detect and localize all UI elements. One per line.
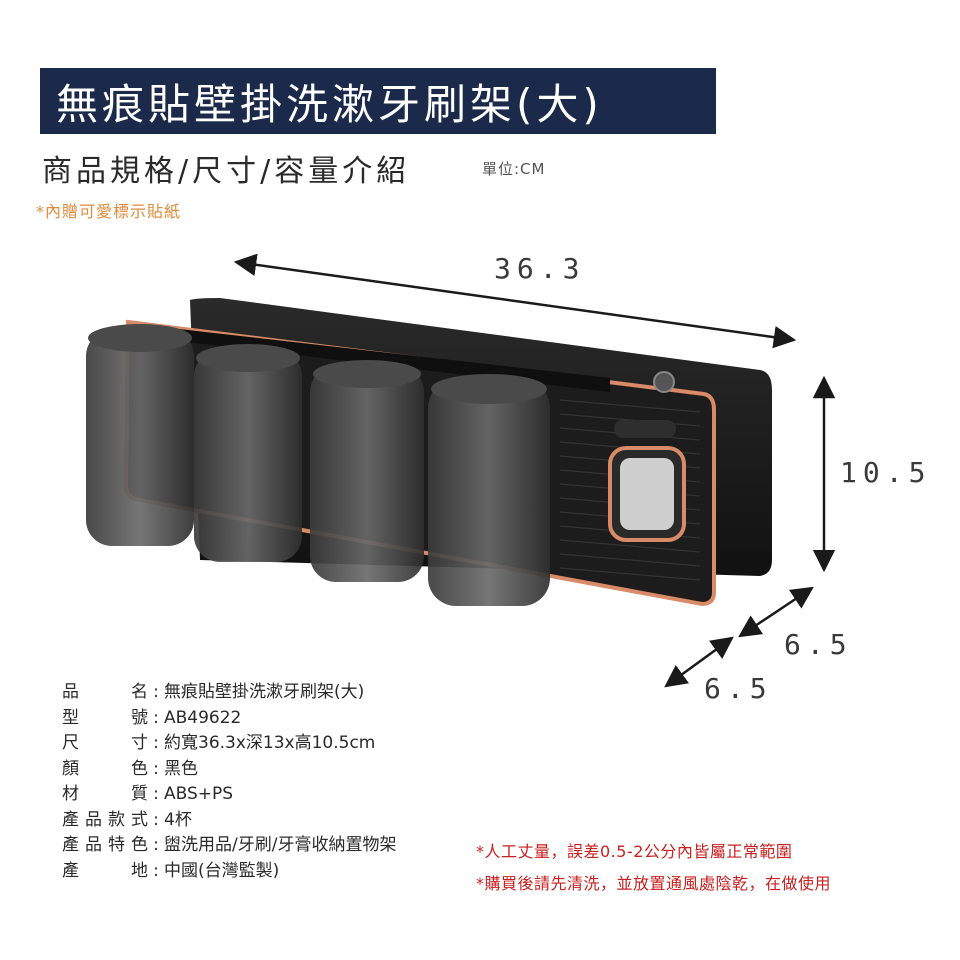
spec-colon: : bbox=[153, 860, 159, 881]
width-dimension-label: 36.3 bbox=[494, 252, 586, 285]
spec-value: ABS+PS bbox=[164, 784, 234, 804]
height-dimension-label: 10.5 bbox=[840, 456, 932, 489]
gift-note: *內贈可愛標示貼紙 bbox=[36, 202, 182, 221]
spec-value: 中國(台灣監製) bbox=[164, 860, 280, 881]
depth-dimension-label-a: 6.5 bbox=[784, 628, 853, 661]
depth-dimension-label-b: 6.5 bbox=[704, 672, 773, 705]
cup-1 bbox=[86, 324, 194, 546]
spec-row: 型號:AB49622 bbox=[62, 706, 396, 732]
spec-label: 尺寸 bbox=[62, 733, 148, 753]
spec-value: 黑色 bbox=[164, 758, 198, 779]
spec-value: 無痕貼壁掛洗漱牙刷架(大) bbox=[164, 682, 365, 702]
product-title: 無痕貼壁掛洗漱牙刷架(大) bbox=[56, 79, 603, 129]
cup-2 bbox=[194, 344, 302, 562]
width-arrow bbox=[233, 253, 797, 349]
spec-row: 品名:無痕貼壁掛洗漱牙刷架(大) bbox=[62, 680, 396, 706]
note-measurement: *人工丈量，誤差0.5-2公分內皆屬正常範圍 bbox=[476, 842, 793, 861]
unit-label: 單位:CM bbox=[482, 160, 546, 178]
spec-label: 材質 bbox=[62, 784, 148, 804]
spec-colon: : bbox=[153, 809, 159, 830]
notes: *人工丈量，誤差0.5-2公分內皆屬正常範圍 *購買後請先清洗，並放置通風處陰乾… bbox=[476, 836, 831, 900]
spec-section-heading: 商品規格/尺寸/容量介紹 bbox=[42, 154, 411, 189]
product-title-banner: 無痕貼壁掛洗漱牙刷架(大) bbox=[40, 68, 716, 134]
spec-label: 型號 bbox=[62, 707, 148, 728]
spec-value: AB49622 bbox=[164, 707, 242, 728]
spec-row: 材質:ABS+PS bbox=[62, 782, 396, 808]
spec-row: 顏色:黑色 bbox=[62, 757, 396, 783]
cup-4 bbox=[428, 374, 550, 606]
spec-label: 產品特色 bbox=[62, 835, 148, 855]
spec-colon: : bbox=[153, 835, 159, 855]
spec-value: 4杯 bbox=[164, 809, 192, 830]
spec-label: 產地 bbox=[62, 860, 148, 881]
note-cleaning: *購買後請先清洗，並放置通風處陰乾，在做使用 bbox=[476, 874, 832, 893]
spec-row: 產品特色:盥洗用品/牙刷/牙膏收納置物架 bbox=[62, 833, 396, 859]
spec-row: 產地:中國(台灣監製) bbox=[62, 859, 396, 885]
spec-colon: : bbox=[153, 682, 159, 702]
spec-row: 產品款式:4杯 bbox=[62, 808, 396, 834]
depth-arrow-right bbox=[738, 586, 814, 638]
spec-label: 品名 bbox=[62, 682, 148, 702]
spec-colon: : bbox=[153, 707, 159, 728]
spec-colon: : bbox=[153, 784, 159, 804]
spec-label: 顏色 bbox=[62, 758, 148, 779]
depth-arrow-left bbox=[664, 636, 734, 688]
spec-colon: : bbox=[153, 733, 159, 753]
spec-value: 盥洗用品/牙刷/牙膏收納置物架 bbox=[164, 835, 397, 855]
spec-value: 約寬36.3x深13x高10.5cm bbox=[164, 733, 376, 753]
spec-colon: : bbox=[153, 758, 159, 779]
spec-label: 產品款式 bbox=[62, 809, 148, 830]
cup-3 bbox=[310, 360, 424, 582]
spec-row: 尺寸:約寬36.3x深13x高10.5cm bbox=[62, 731, 396, 757]
